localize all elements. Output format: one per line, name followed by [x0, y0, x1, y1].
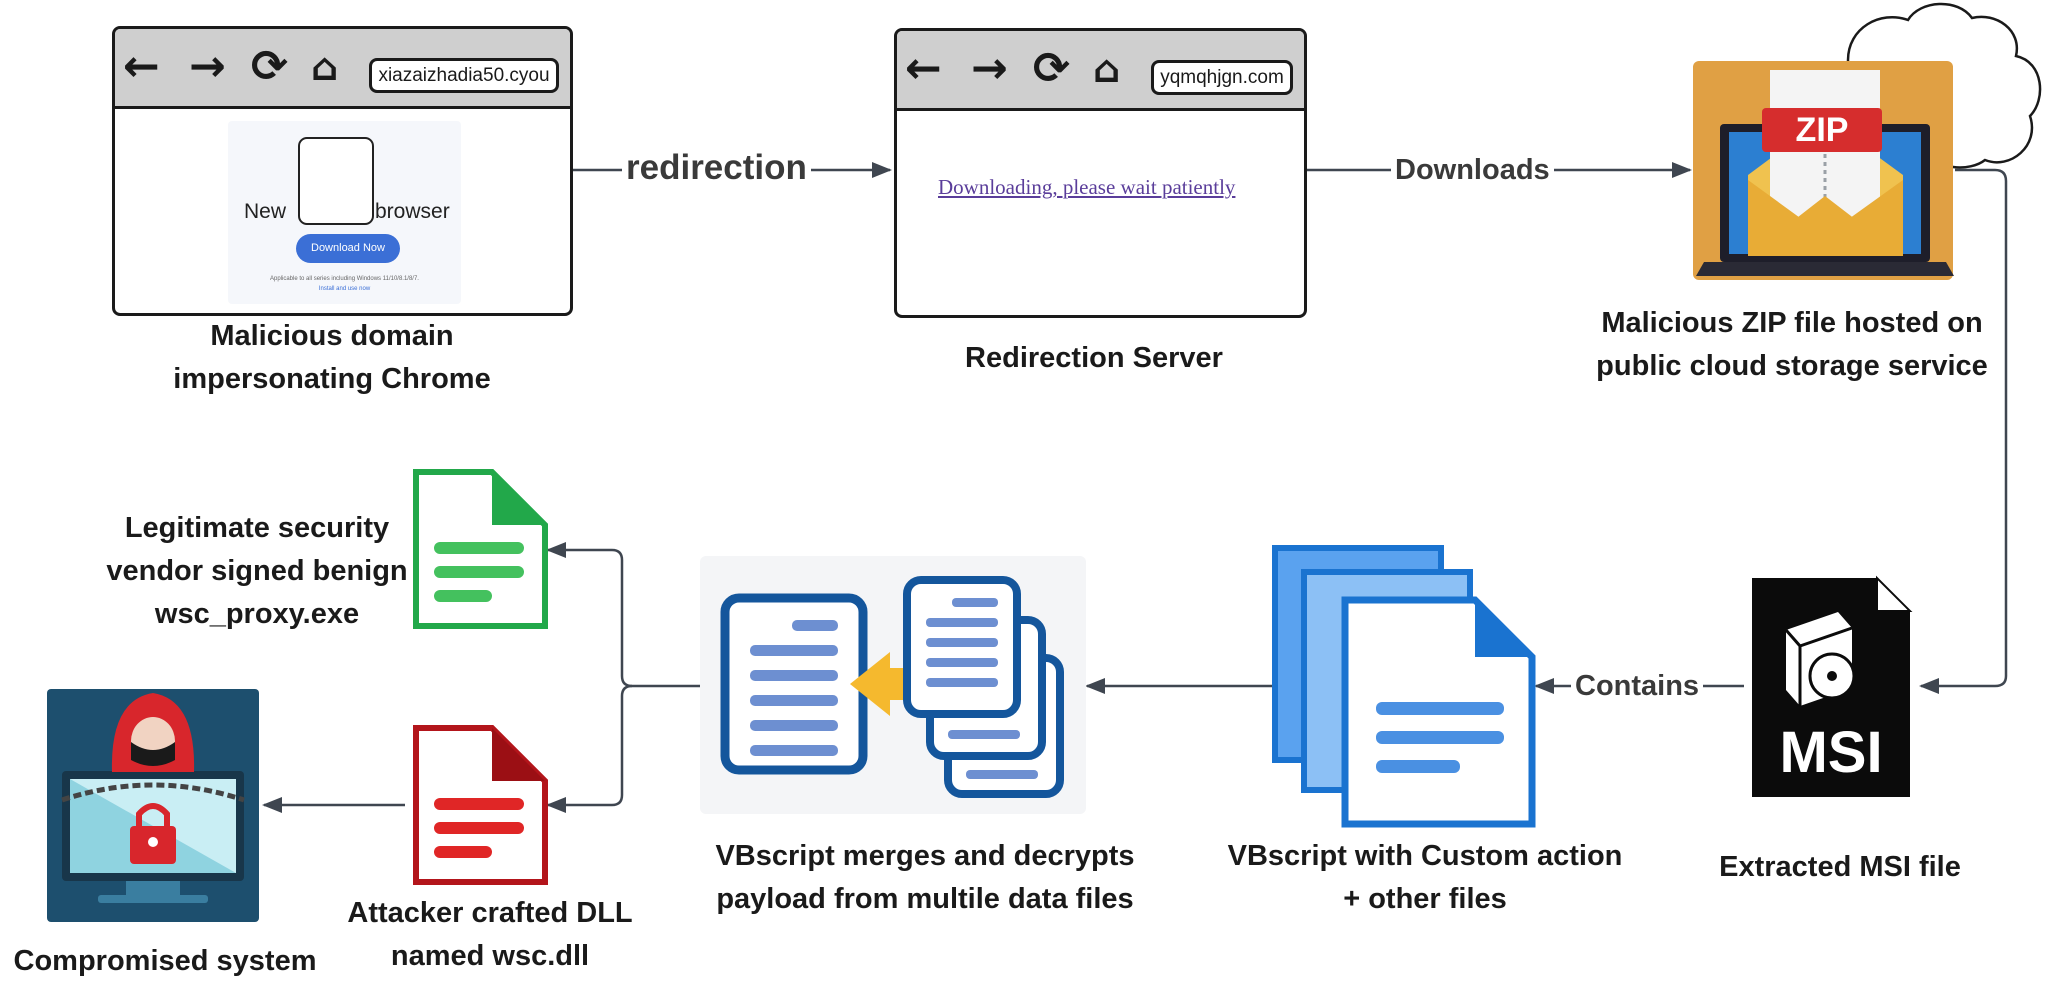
caption-dll: Attacker crafted DLL named wsc.dll: [347, 897, 633, 972]
edge-label-contains: Contains: [1571, 670, 1704, 703]
caption-legit-exe: Legitimate security vendor signed benign…: [106, 512, 408, 630]
arrow-split-to-exe: [546, 542, 633, 688]
reload-icon[interactable]: ⟳: [251, 41, 288, 92]
malicious-domain-browser-window: ← → ⟳ ⌂ xiazaizhadia50.cyou New browser …: [112, 26, 573, 316]
redirection-server-browser-window: ← → ⟳ ⌂ yqmqhjgn.com Downloading, please…: [894, 28, 1307, 318]
merge-files-icon: [700, 556, 1086, 814]
downloading-link[interactable]: Downloading, please wait patiently: [938, 175, 1236, 199]
dll-document-icon: [413, 725, 548, 885]
fake-browser-ad: New browser Download Now Applicable to a…: [228, 121, 461, 304]
zip-badge: [1762, 108, 1882, 152]
ad-word-new: New: [244, 200, 287, 223]
zip-badge-label: ZIP: [1795, 111, 1849, 149]
home-icon[interactable]: ⌂: [1093, 47, 1121, 91]
caption-vbscript-files: VBscript with Custom action + other file…: [1227, 840, 1623, 915]
arrow-split-to-dll: [546, 684, 633, 813]
envelope-front: [1748, 180, 1903, 256]
vbscript-files-icon: [1272, 545, 1536, 828]
ad-fine-print: Applicable to all series including Windo…: [270, 276, 419, 282]
caption-zip: Malicious ZIP file hosted on public clou…: [1596, 307, 1988, 382]
caption-msi: Extracted MSI file: [1719, 851, 1961, 883]
forward-arrow-icon[interactable]: →: [189, 41, 226, 92]
edge-label-downloads: Downloads: [1391, 154, 1554, 187]
address-bar[interactable]: xiazaizhadia50.cyou: [369, 58, 559, 93]
edge-label-redirection: redirection: [622, 148, 811, 188]
home-icon[interactable]: ⌂: [311, 45, 339, 89]
reload-icon[interactable]: ⟳: [1033, 43, 1070, 94]
msi-file-icon: [1752, 575, 1913, 797]
arrows: [262, 162, 2008, 813]
caption-malicious-domain: Malicious domain impersonating Chrome: [173, 320, 491, 395]
compromised-system-icon: [47, 689, 259, 922]
browser-toolbar: ← → ⟳ ⌂ yqmqhjgn.com: [897, 31, 1304, 111]
ad-word-browser: browser: [375, 200, 450, 223]
chain-icon: [61, 782, 245, 803]
browser-toolbar: ← → ⟳ ⌂ xiazaizhadia50.cyou: [115, 29, 570, 109]
redacted-logo: [298, 137, 374, 225]
zip-cloud-laptop-icon: [1693, 2, 2042, 280]
legit-exe-document-icon: [413, 469, 548, 629]
install-link[interactable]: Install and use now: [318, 286, 371, 292]
back-arrow-icon[interactable]: ←: [905, 43, 942, 94]
caption-compromised: Compromised system: [13, 945, 317, 977]
forward-arrow-icon[interactable]: →: [971, 43, 1008, 94]
download-now-button[interactable]: Download Now: [296, 234, 400, 263]
arrow-zip-to-msi: [1919, 168, 2008, 694]
msi-badge-label: MSI: [1779, 720, 1883, 785]
laptop-keyboard: [1696, 262, 1954, 276]
address-bar[interactable]: yqmqhjgn.com: [1151, 60, 1293, 95]
back-arrow-icon[interactable]: ←: [123, 41, 160, 92]
caption-merge: VBscript merges and decrypts payload fro…: [715, 840, 1135, 915]
caption-redirection-server: Redirection Server: [965, 342, 1223, 374]
